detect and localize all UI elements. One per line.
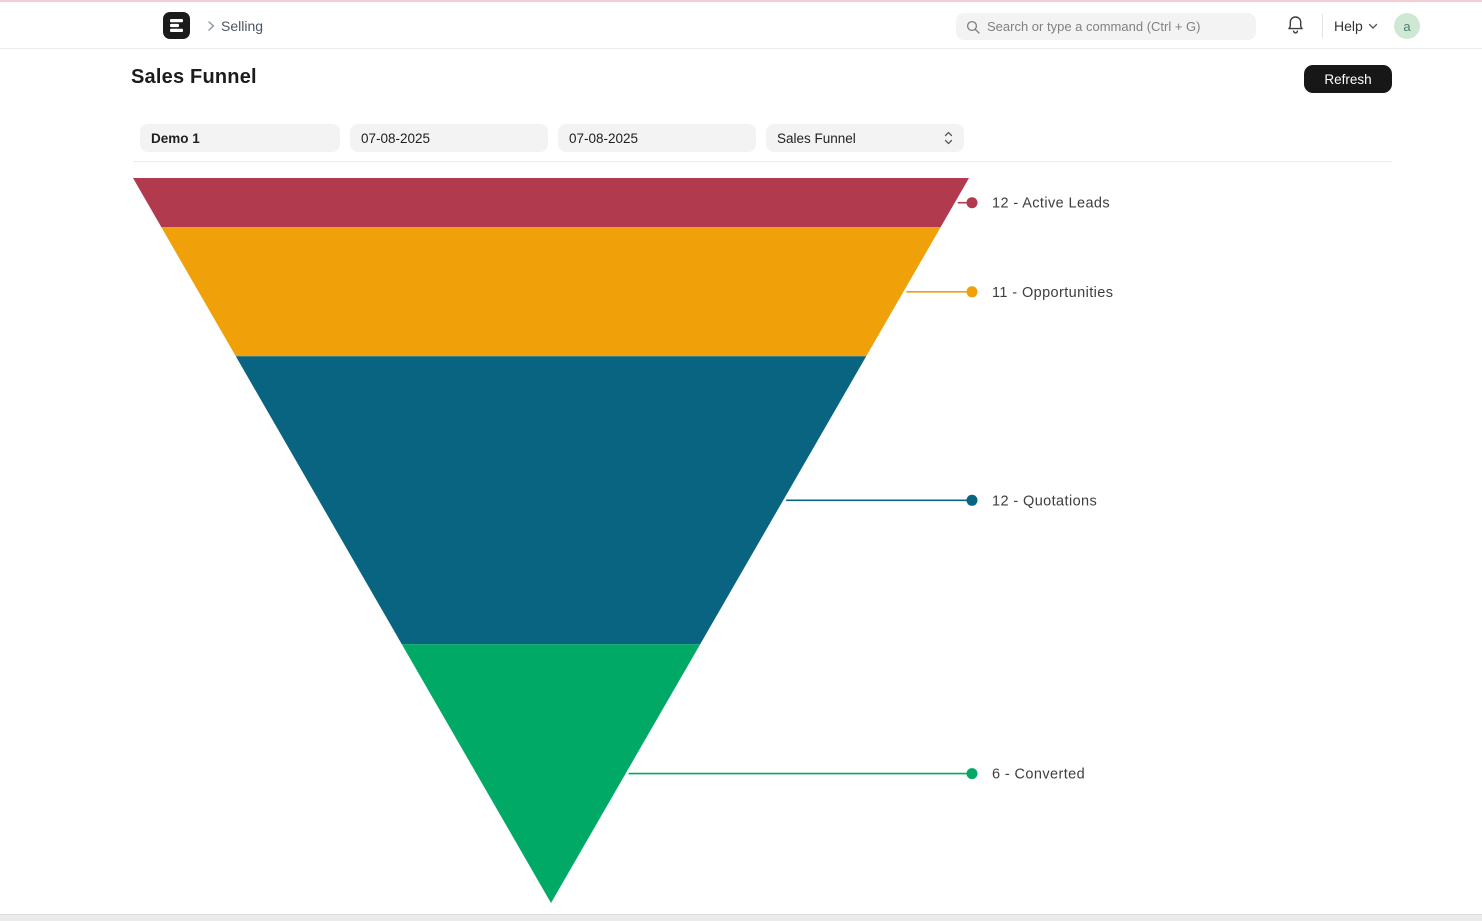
funnel-dot-converted <box>966 768 978 780</box>
global-search[interactable] <box>956 13 1256 40</box>
funnel-segment-converted <box>401 644 701 903</box>
funnel-segment-opportunities <box>161 227 941 357</box>
breadcrumb-selling[interactable]: Selling <box>221 18 264 34</box>
company-filter[interactable] <box>140 124 340 152</box>
help-label: Help <box>1334 18 1363 34</box>
refresh-button[interactable]: Refresh <box>1304 65 1392 93</box>
notifications-button[interactable] <box>1284 15 1306 37</box>
sales-funnel-chart: 12 - Active Leads 11 - Opportunities 12 - … <box>133 178 1250 911</box>
funnel-dot-quotations <box>966 494 978 506</box>
bell-icon <box>1287 16 1303 34</box>
chart-type-select[interactable]: Sales Funnel <box>766 124 964 152</box>
breadcrumb-chevron-icon <box>208 21 215 31</box>
top-progress-bar <box>0 0 1482 2</box>
page-title: Sales Funnel <box>131 66 257 88</box>
from-date-filter[interactable] <box>350 124 548 152</box>
funnel-stage-label-quotations: 12 - Quotations <box>992 493 1097 509</box>
funnel-stage-label-opportunities: 11 - Opportunities <box>992 285 1113 301</box>
chevron-down-icon <box>1368 23 1377 29</box>
funnel-dot-opportunities <box>966 286 978 298</box>
filters-divider <box>133 161 1392 162</box>
erpnext-logo-icon <box>170 19 183 32</box>
select-chevrons-icon <box>944 131 953 145</box>
funnel-segment-active-leads <box>133 178 969 228</box>
help-menu[interactable]: Help <box>1334 18 1378 34</box>
search-icon <box>966 20 980 34</box>
avatar-letter: a <box>1403 18 1411 34</box>
funnel-segment-quotations <box>235 356 867 645</box>
navbar: Selling Help a <box>0 2 1482 49</box>
funnel-dot-active-leads <box>966 197 978 209</box>
avatar[interactable]: a <box>1394 13 1420 39</box>
horizontal-scrollbar[interactable] <box>0 914 1482 921</box>
search-input[interactable] <box>987 19 1246 34</box>
navbar-divider <box>1322 14 1323 38</box>
funnel-stage-label-active-leads: 12 - Active Leads <box>992 196 1110 212</box>
funnel-stage-label-converted: 6 - Converted <box>992 767 1085 783</box>
chart-type-value: Sales Funnel <box>777 130 856 146</box>
to-date-filter[interactable] <box>558 124 756 152</box>
app-logo[interactable] <box>163 12 190 39</box>
